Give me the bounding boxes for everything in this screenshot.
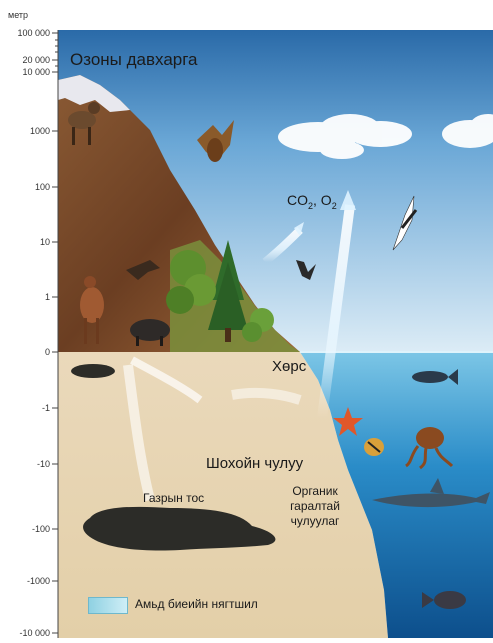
y-tick-label: -1000: [26, 576, 50, 586]
fish-icon: [364, 438, 384, 456]
beam-co2-up: [317, 204, 355, 419]
deer-icon: [80, 276, 104, 344]
mountain-area: [58, 75, 300, 352]
natural-gas-label: Газрын тос: [143, 491, 205, 505]
bird-icon: [296, 260, 316, 280]
y-tick-label: 100: [34, 182, 50, 192]
snow-cap: [58, 75, 130, 112]
axis-unit-label: метр: [8, 10, 29, 20]
y-tick-label: 1000: [29, 126, 50, 136]
co2-text: CO: [287, 192, 308, 208]
ozone-layer-label: Озоны давхарга: [70, 50, 198, 69]
y-axis-ticks: [52, 32, 58, 634]
shark-icon: [372, 478, 490, 508]
octopus-icon: [405, 427, 454, 470]
y-tick-label: 1: [44, 292, 50, 302]
organic-line-3: чулуулаг: [290, 514, 340, 528]
y-tick-label: 0: [44, 347, 50, 357]
tree-icon: [242, 308, 274, 342]
anglerfish-icon: [422, 591, 466, 609]
o2-subscript: 2: [331, 200, 337, 211]
arrow-down: [123, 364, 155, 502]
arrow-underground: [130, 356, 203, 404]
arrow-horizontal: [231, 387, 302, 405]
organic-rock-label: Органик гаралтай чулуулаг: [270, 484, 360, 529]
cloud-icon: [442, 114, 493, 148]
y-tick-label: 10 000: [22, 67, 50, 77]
starfish-icon: [333, 407, 363, 436]
boar-icon: [130, 319, 170, 346]
co2-o2-label: CO2, O2: [287, 192, 337, 211]
eagle-icon: [197, 120, 234, 162]
soil-label: Хөрс: [272, 358, 307, 375]
y-tick-label: -10: [36, 459, 50, 469]
y-tick-label: 100 000: [17, 28, 50, 38]
organic-line-2: гаралтай: [290, 499, 340, 513]
y-tick-label: -10 000: [19, 628, 50, 638]
fish-icon: [412, 369, 458, 385]
ram-icon: [68, 102, 100, 145]
tree-icon: [208, 240, 248, 342]
tree-icon: [166, 250, 216, 314]
y-tick-label: 10: [39, 237, 50, 247]
bird-icon: [126, 260, 160, 280]
mole-icon: [71, 364, 115, 378]
o2-text: , O: [313, 192, 332, 208]
albatross-icon: [392, 195, 418, 251]
arrow-head: [294, 222, 304, 236]
y-tick-label: -1: [41, 403, 50, 413]
co2-subscript: 2: [308, 200, 314, 211]
y-tick-label: -100: [31, 524, 50, 534]
cloud-icon: [278, 114, 412, 159]
oil-deposit: [83, 506, 276, 551]
organic-line-1: Органик: [292, 484, 338, 498]
legend-label: Амьд биеийн нягтшил: [135, 597, 258, 611]
arrow-head: [340, 190, 356, 210]
legend-swatch: [88, 597, 128, 614]
y-tick-label: 20 000: [22, 55, 50, 65]
sedimentary-rock-label: Шохойн чулуу: [206, 455, 304, 472]
